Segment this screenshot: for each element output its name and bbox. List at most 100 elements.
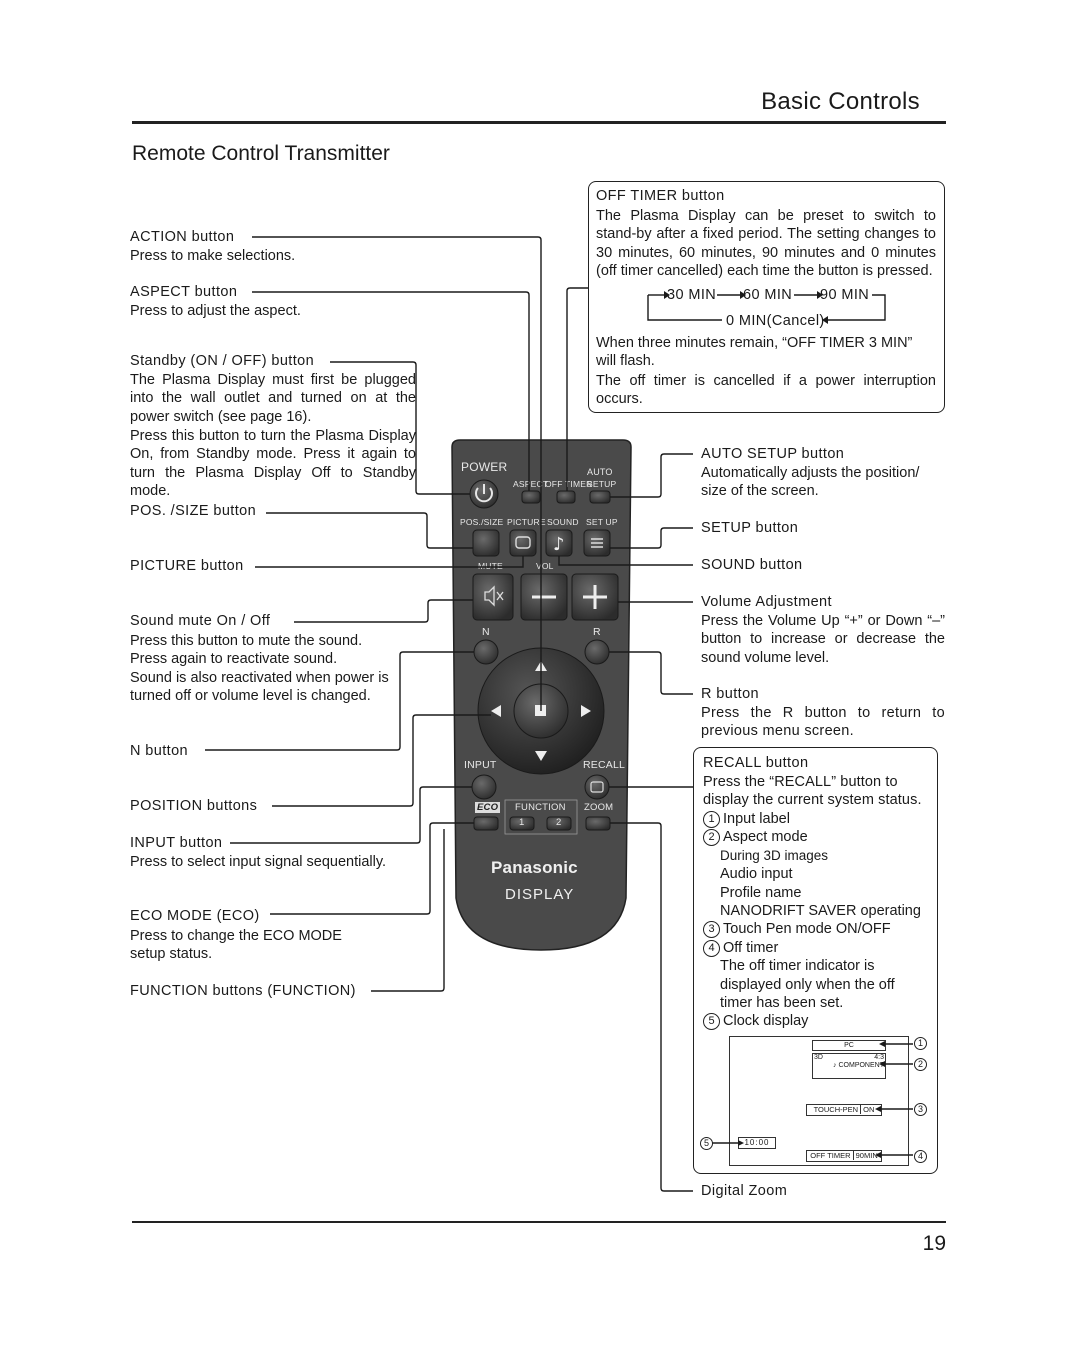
rc-eco-label: ECO bbox=[475, 802, 501, 813]
off-timer-button bbox=[556, 490, 576, 504]
recall-item: NANODRIFT SAVER operating bbox=[703, 902, 933, 920]
arrow-down-icon bbox=[535, 751, 547, 761]
standby-label: Standby (ON / OFF) button bbox=[130, 353, 315, 369]
setup-icon bbox=[591, 538, 603, 548]
recall-item-text: Clock display bbox=[723, 1013, 809, 1030]
rc-f1-label: 1 bbox=[519, 817, 525, 828]
screen-off-timer-val: 90MIN bbox=[852, 1151, 878, 1160]
plus-icon bbox=[583, 585, 607, 609]
recall-item-number: 1 bbox=[703, 811, 720, 828]
function-1-button bbox=[509, 816, 535, 831]
rc-setup-top-label: SETUP bbox=[587, 479, 617, 489]
input-label: INPUT button bbox=[130, 835, 223, 851]
recall-item-text: Aspect mode bbox=[723, 829, 808, 846]
sound-label: SOUND button bbox=[701, 557, 803, 573]
recall-item-text: Profile name bbox=[720, 884, 802, 901]
auto-setup-label: AUTO SETUP button bbox=[701, 446, 845, 462]
rc-input-label: INPUT bbox=[464, 759, 497, 771]
screen-input-text: PC bbox=[844, 1042, 854, 1049]
cycle-90: 90 MIN bbox=[820, 287, 870, 303]
off-timer-note-1: When three minutes remain, “OFF TIMER 3 … bbox=[596, 335, 913, 370]
volume-desc: Press the Volume Up “+” or Down “–” butt… bbox=[701, 613, 945, 666]
power-icon bbox=[475, 484, 493, 503]
action-desc: Press to make selections. bbox=[130, 248, 296, 264]
rc-off-timer-label: OFF TIMER bbox=[545, 479, 593, 489]
function-2-button bbox=[546, 816, 572, 831]
cycle-30: 30 MIN bbox=[667, 287, 717, 303]
off-timer-note-2: The off timer is cancelled if a power in… bbox=[596, 373, 936, 408]
mute-desc-1: Press this button to mute the sound. bbox=[130, 633, 363, 649]
footer-rule bbox=[132, 1221, 946, 1223]
rc-brand-label: Panasonic bbox=[491, 858, 578, 877]
function-label: FUNCTION buttons (FUNCTION) bbox=[130, 983, 356, 999]
screen-aspect-box: 3D 4:3 ♪ COMPONENT bbox=[812, 1053, 886, 1079]
recall-item-text: Touch Pen mode ON/OFF bbox=[723, 921, 891, 938]
picture-label: PICTURE button bbox=[130, 558, 244, 574]
mute-button bbox=[472, 573, 514, 621]
screen-aspect: 4:3 bbox=[874, 1054, 884, 1061]
recall-item: During 3D images bbox=[703, 847, 933, 865]
screen-3d: 3D bbox=[814, 1054, 823, 1061]
volume-label: Volume Adjustment bbox=[701, 594, 832, 610]
section-title: Remote Control Transmitter bbox=[132, 142, 390, 165]
rc-auto-label: AUTO bbox=[587, 467, 613, 477]
input-desc: Press to select input signal sequentiall… bbox=[130, 854, 387, 870]
recall-item: Profile name bbox=[703, 884, 933, 902]
screen-touch-state: ON bbox=[860, 1105, 875, 1114]
sound-icon: ♪ bbox=[553, 534, 565, 555]
rc-sound-label: SOUND bbox=[547, 517, 579, 527]
rc-aspect-label: ASPECT bbox=[513, 479, 549, 489]
cycle-60: 60 MIN bbox=[743, 287, 793, 303]
recall-item: The off timer indicator is bbox=[703, 957, 933, 975]
rc-function-label: FUNCTION bbox=[515, 802, 566, 813]
rc-mute-label: MUTE bbox=[478, 561, 503, 571]
rc-pos-size-label: POS./SIZE bbox=[460, 517, 504, 527]
mute-icon bbox=[484, 585, 504, 607]
arrow-left-icon bbox=[491, 705, 501, 717]
rc-r-label: R bbox=[593, 626, 601, 638]
off-timer-desc: The Plasma Display can be preset to swit… bbox=[596, 208, 936, 280]
eco-desc: Press to change the ECO MODE setup statu… bbox=[130, 928, 342, 963]
eco-label: ECO MODE (ECO) bbox=[130, 908, 260, 924]
screen-marker-3: 3 bbox=[914, 1103, 927, 1116]
action-label: ACTION button bbox=[130, 229, 235, 245]
aspect-desc: Press to adjust the aspect. bbox=[130, 303, 301, 319]
screen-marker-1: 1 bbox=[914, 1037, 927, 1050]
r-label: R button bbox=[701, 686, 760, 702]
pos-size-button bbox=[472, 529, 500, 557]
recall-item-text: displayed only when the off bbox=[720, 976, 895, 993]
rc-f2-label: 2 bbox=[556, 817, 562, 828]
recall-item-number: 4 bbox=[703, 939, 720, 957]
screen-marker-4: 4 bbox=[914, 1150, 927, 1163]
screen-input-box: PC bbox=[812, 1040, 886, 1051]
recall-item-number: 3 bbox=[703, 921, 720, 939]
rc-volume-label: VOL bbox=[536, 561, 554, 571]
recall-item: displayed only when the off bbox=[703, 976, 933, 994]
mute-label: Sound mute On / Off bbox=[130, 613, 271, 629]
mute-desc-2: Press again to reactivate sound. bbox=[130, 651, 338, 667]
recall-screen bbox=[729, 1036, 909, 1166]
screen-off-timer-box: OFF TIMER 90MIN bbox=[806, 1150, 882, 1162]
recall-item-text: Audio input bbox=[720, 866, 793, 883]
page-number: 19 bbox=[922, 1232, 946, 1255]
arrow-right-icon bbox=[581, 705, 591, 717]
recall-item-text: timer has been set. bbox=[720, 995, 844, 1012]
screen-touch-pen: TOUCH-PEN bbox=[813, 1105, 859, 1114]
off-timer-label: OFF TIMER button bbox=[596, 188, 725, 204]
standby-desc-1: The Plasma Display must first be plugged… bbox=[130, 372, 416, 425]
standby-desc-2: Press this button to turn the Plasma Dis… bbox=[130, 428, 416, 500]
recall-item-text: The off timer indicator is bbox=[720, 958, 875, 975]
recall-item: timer has been set. bbox=[703, 994, 933, 1012]
header-title: Basic Controls bbox=[761, 88, 920, 115]
header-rule bbox=[132, 121, 946, 124]
picture-icon bbox=[515, 536, 531, 549]
screen-audio: ♪ COMPONENT bbox=[833, 1062, 884, 1069]
screen-off-timer: OFF TIMER bbox=[810, 1151, 851, 1160]
function-frame bbox=[504, 799, 578, 835]
mute-desc-3: Sound is also reactivated when power is … bbox=[130, 670, 389, 705]
